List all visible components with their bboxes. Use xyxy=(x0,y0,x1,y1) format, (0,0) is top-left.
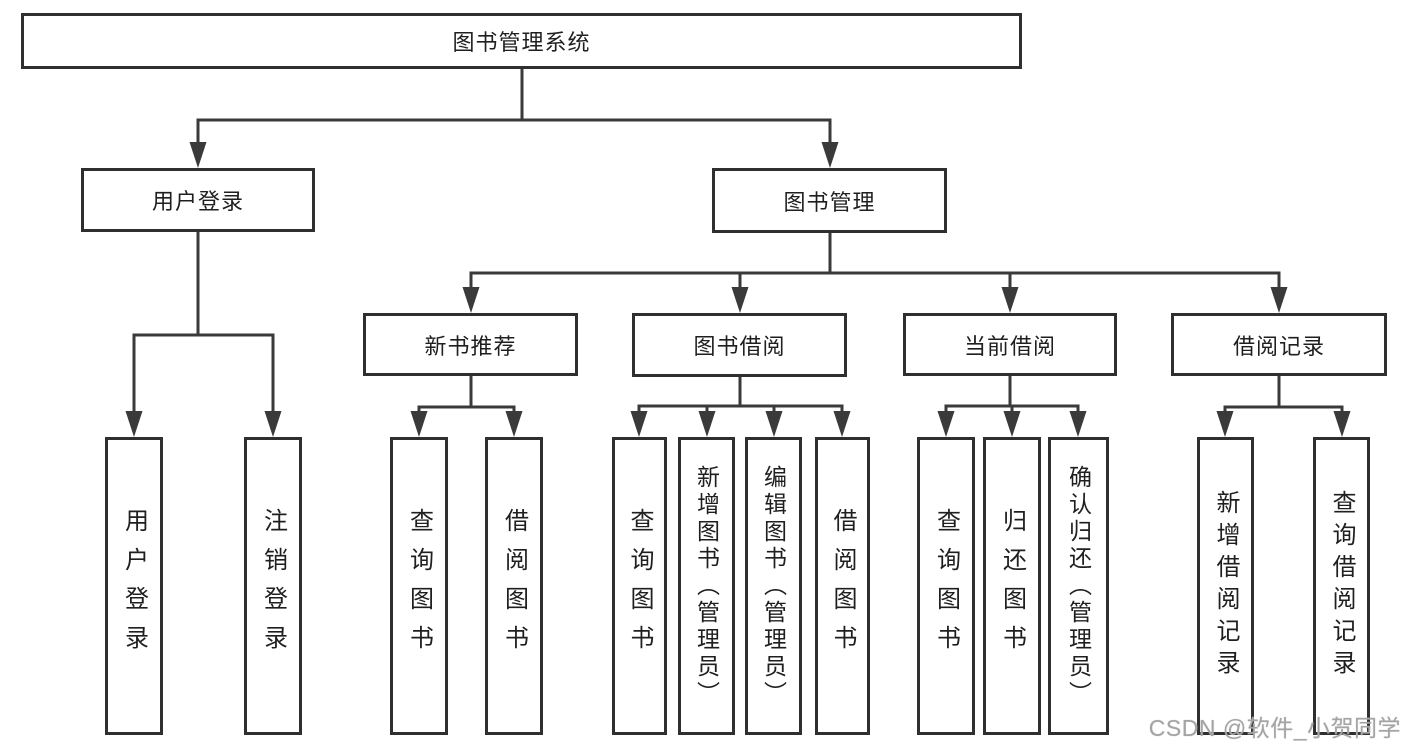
arrowhead-icon xyxy=(1003,411,1021,437)
arrowhead-icon xyxy=(1333,411,1351,437)
arrowhead-icon xyxy=(937,411,955,437)
node-system-root: 图书管理系统 xyxy=(21,13,1022,69)
node-user-login-branch: 用户登录 xyxy=(81,168,315,232)
leaf-query-books-current: 查询图书 xyxy=(917,437,975,735)
node-label: 用户登录 xyxy=(120,508,148,664)
leaf-borrow-books-recommend: 借阅图书 xyxy=(485,437,543,735)
node-label: 查询图书 xyxy=(626,508,653,664)
leaf-query-borrow-record: 查询借阅记录 xyxy=(1313,437,1370,735)
node-label: 借阅记录 xyxy=(1232,333,1325,359)
arrowhead-icon xyxy=(833,411,851,437)
node-label: 新书推荐 xyxy=(424,333,517,359)
node-label: 新增图书（管理员） xyxy=(693,464,720,708)
arrowhead-icon xyxy=(1216,411,1234,437)
node-label: 用户登录 xyxy=(151,189,244,214)
watermark-text: CSDN @软件_小贺同学 xyxy=(1148,715,1401,741)
node-label: 借阅图书 xyxy=(829,508,856,664)
leaf-return-book: 归还图书 xyxy=(983,437,1041,735)
node-new-book-recommend: 新书推荐 xyxy=(363,313,578,376)
node-label: 图书管理 xyxy=(783,189,876,215)
node-label: 借阅图书 xyxy=(500,508,528,664)
node-label: 查询借阅记录 xyxy=(1328,490,1355,682)
leaf-borrow-book: 借阅图书 xyxy=(815,437,870,735)
arrowhead-icon xyxy=(630,411,648,437)
arrowhead-icon xyxy=(462,287,480,313)
arrowhead-icon xyxy=(410,411,428,437)
node-label: 编辑图书（管理员） xyxy=(760,464,787,708)
leaf-logout: 注销登录 xyxy=(244,437,302,735)
arrowhead-icon xyxy=(821,142,839,168)
arrowhead-icon xyxy=(1069,411,1087,437)
arrowhead-icon xyxy=(264,411,282,437)
leaf-add-book-admin: 新增图书（管理员） xyxy=(678,437,735,735)
arrowhead-icon xyxy=(1270,287,1288,313)
node-current-borrow: 当前借阅 xyxy=(903,313,1117,376)
arrowhead-icon xyxy=(731,287,749,313)
node-label: 图书借阅 xyxy=(693,334,786,359)
node-label: 注销登录 xyxy=(259,508,287,664)
node-label: 新增借阅记录 xyxy=(1212,490,1239,682)
node-label: 查询图书 xyxy=(405,508,433,664)
arrowhead-icon xyxy=(505,411,523,437)
leaf-add-borrow-record: 新增借阅记录 xyxy=(1197,437,1254,735)
node-label: 确认归还（管理员） xyxy=(1065,464,1092,708)
leaf-edit-book-admin: 编辑图书（管理员） xyxy=(745,437,802,735)
node-label: 归还图书 xyxy=(998,508,1026,664)
node-borrow-records: 借阅记录 xyxy=(1171,313,1387,376)
arrowhead-icon xyxy=(765,411,783,437)
leaf-confirm-return-admin: 确认归还（管理员） xyxy=(1048,437,1109,735)
leaf-query-books-borrow: 查询图书 xyxy=(612,437,667,735)
leaf-query-books-recommend: 查询图书 xyxy=(390,437,448,735)
node-label: 图书管理系统 xyxy=(452,30,591,55)
node-label: 查询图书 xyxy=(932,508,960,664)
node-label: 当前借阅 xyxy=(963,333,1056,359)
node-book-borrow: 图书借阅 xyxy=(632,313,847,377)
arrowhead-icon xyxy=(1001,287,1019,313)
node-book-management-branch: 图书管理 xyxy=(712,168,947,233)
arrowhead-icon xyxy=(698,411,716,437)
arrowhead-icon xyxy=(125,411,143,437)
arrowhead-icon xyxy=(189,142,207,168)
leaf-user-login: 用户登录 xyxy=(105,437,163,735)
